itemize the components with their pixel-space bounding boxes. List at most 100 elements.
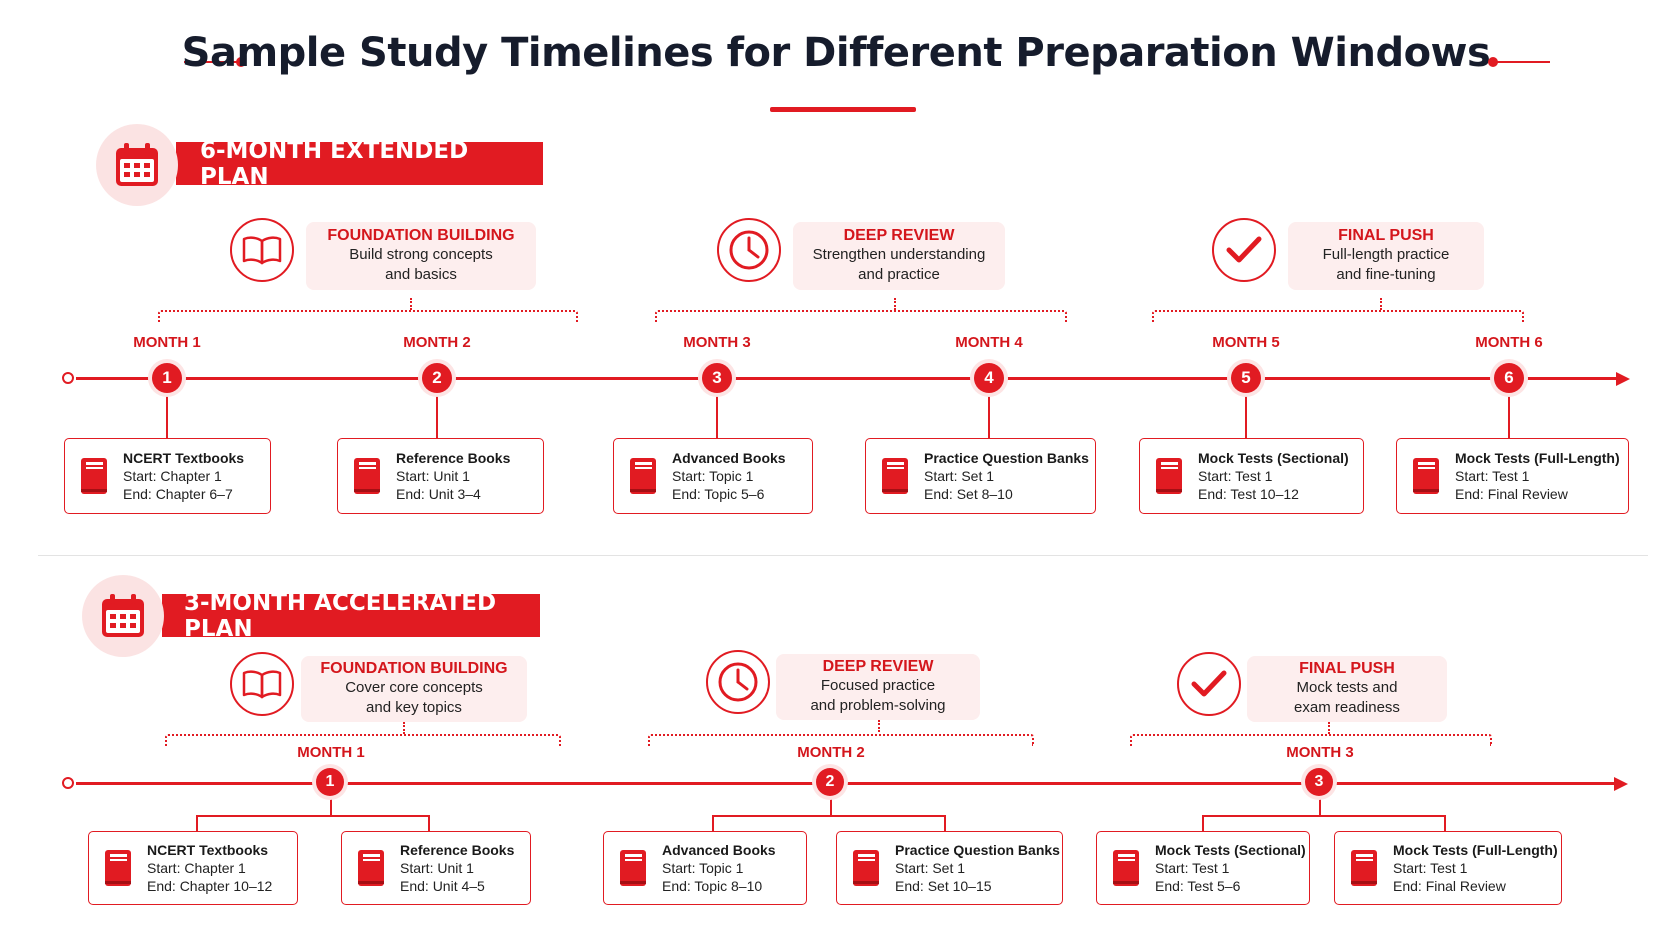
card-connector: [196, 815, 430, 817]
card-title: Mock Tests (Sectional): [1155, 842, 1306, 858]
card-start: Start: Unit 1: [400, 860, 474, 876]
card-start: Start: Test 1: [1155, 860, 1230, 876]
card-end: End: Chapter 10–12: [147, 878, 273, 894]
card-end: End: Test 10–12: [1198, 486, 1299, 502]
card-title: Mock Tests (Full-Length): [1455, 450, 1620, 466]
plan-banner-6-month: 6-MONTH EXTENDED PLAN: [176, 138, 543, 190]
resource-card: Advanced Books Start: Topic 1 End: Topic…: [613, 438, 813, 514]
phase-desc-line1: Strengthen understanding: [812, 246, 986, 263]
month-label: MONTH 2: [403, 334, 471, 351]
book-icon: [1351, 850, 1377, 886]
phase-bracket: [648, 734, 1034, 746]
phase-bracket-stem: [1328, 722, 1330, 734]
card-end: End: Set 10–15: [895, 878, 992, 894]
card-connector: [712, 815, 946, 817]
month-node: 2: [816, 768, 844, 796]
card-start: Start: Test 1: [1455, 468, 1530, 484]
resource-card: Mock Tests (Full-Length) Start: Test 1 E…: [1334, 831, 1562, 905]
title-deco-dot-right: [1488, 57, 1498, 67]
page-title: Sample Study Timelines for Different Pre…: [181, 30, 1491, 76]
phase-bracket-stem: [410, 298, 412, 310]
card-connector: [1202, 815, 1446, 817]
phase-desc-line2: exam readiness: [1294, 699, 1400, 716]
month-label: MONTH 6: [1475, 334, 1543, 351]
card-end: End: Topic 5–6: [672, 486, 765, 502]
month-node: 6: [1494, 363, 1524, 393]
card-connector: [196, 815, 198, 831]
card-start: Start: Unit 1: [396, 468, 470, 484]
resource-card: NCERT Textbooks Start: Chapter 1 End: Ch…: [64, 438, 271, 514]
card-end: End: Test 5–6: [1155, 878, 1241, 894]
card-end: End: Unit 4–5: [400, 878, 485, 894]
card-connector: [1508, 392, 1510, 438]
book-icon: [1413, 458, 1439, 494]
month-label: MONTH 4: [955, 334, 1023, 351]
plan-title: 6-MONTH EXTENDED PLAN: [200, 137, 469, 190]
timeline-axis: [76, 377, 1620, 380]
phase-desc-line1: Focused practice: [820, 677, 936, 694]
resource-card: Mock Tests (Full-Length) Start: Test 1 E…: [1396, 438, 1629, 514]
card-title: Advanced Books: [662, 842, 776, 858]
phase-desc-line2: and fine-tuning: [1336, 266, 1436, 283]
card-end: End: Chapter 6–7: [123, 486, 233, 502]
phase-title: FOUNDATION BUILDING: [327, 227, 515, 244]
resource-card: Advanced Books Start: Topic 1 End: Topic…: [603, 831, 807, 905]
phase-bracket: [655, 310, 1067, 322]
card-connector: [166, 392, 168, 438]
phase-title: DEEP REVIEW: [843, 227, 955, 244]
phase-title: DEEP REVIEW: [822, 658, 934, 675]
section-divider: [38, 555, 1648, 556]
book-icon: [630, 458, 656, 494]
book-icon: [620, 850, 646, 886]
book-icon: [81, 458, 107, 494]
card-connector: [1202, 815, 1204, 831]
card-end: End: Topic 8–10: [662, 878, 763, 894]
card-connector: [944, 815, 946, 831]
phase-desc-line2: and key topics: [366, 699, 462, 716]
plan-title: 3-MONTH ACCELERATED PLAN: [184, 589, 497, 642]
month-label: MONTH 3: [683, 334, 751, 351]
card-start: Start: Topic 1: [662, 860, 744, 876]
phase-desc-line2: and problem-solving: [810, 697, 946, 714]
card-title: Reference Books: [400, 842, 515, 858]
phase-desc-line1: Full-length practice: [1322, 246, 1450, 263]
timeline-start-marker: [62, 777, 74, 789]
month-label: MONTH 3: [1286, 744, 1354, 761]
resource-card: Reference Books Start: Unit 1 End: Unit …: [337, 438, 544, 514]
phase-bracket: [1130, 734, 1492, 746]
card-end: End: Final Review: [1393, 878, 1506, 894]
timeline-arrow: [1616, 372, 1630, 386]
card-connector: [428, 815, 430, 831]
card-start: Start: Chapter 1: [123, 468, 222, 484]
phase-desc-line1: Cover core concepts: [345, 679, 483, 696]
card-connector: [1319, 798, 1321, 816]
phase-bracket-stem: [403, 722, 405, 734]
title-deco-line-right: [1496, 61, 1550, 63]
resource-card: Practice Question Banks Start: Set 1 End…: [836, 831, 1063, 905]
checkmark-icon: [1212, 218, 1276, 282]
resource-card: Reference Books Start: Unit 1 End: Unit …: [341, 831, 531, 905]
card-title: Mock Tests (Full-Length): [1393, 842, 1558, 858]
card-connector: [436, 392, 438, 438]
phase-desc-line2: and practice: [858, 266, 940, 283]
phase-desc-line1: Mock tests and: [1296, 679, 1398, 696]
card-end: End: Final Review: [1455, 486, 1568, 502]
book-icon: [354, 458, 380, 494]
card-title: Practice Question Banks: [924, 450, 1089, 466]
card-end: End: Unit 3–4: [396, 486, 481, 502]
month-node: 4: [974, 363, 1004, 393]
phase-title: FINAL PUSH: [1338, 227, 1434, 244]
month-label: MONTH 5: [1212, 334, 1280, 351]
checkmark-icon: [1177, 652, 1241, 716]
clock-icon: [717, 218, 781, 282]
title-deco-line-left: [184, 61, 246, 63]
phase-deep-review: DEEP REVIEW Strengthen understanding and…: [793, 222, 1005, 290]
book-icon: [853, 850, 879, 886]
card-title: NCERT Textbooks: [123, 450, 245, 466]
title-deco-dot-left: [236, 57, 246, 67]
open-book-icon: [230, 218, 294, 282]
month-label: MONTH 1: [133, 334, 201, 351]
card-end: End: Set 8–10: [924, 486, 1013, 502]
phase-foundation-building: FOUNDATION BUILDING Build strong concept…: [306, 222, 536, 290]
book-icon: [1156, 458, 1182, 494]
